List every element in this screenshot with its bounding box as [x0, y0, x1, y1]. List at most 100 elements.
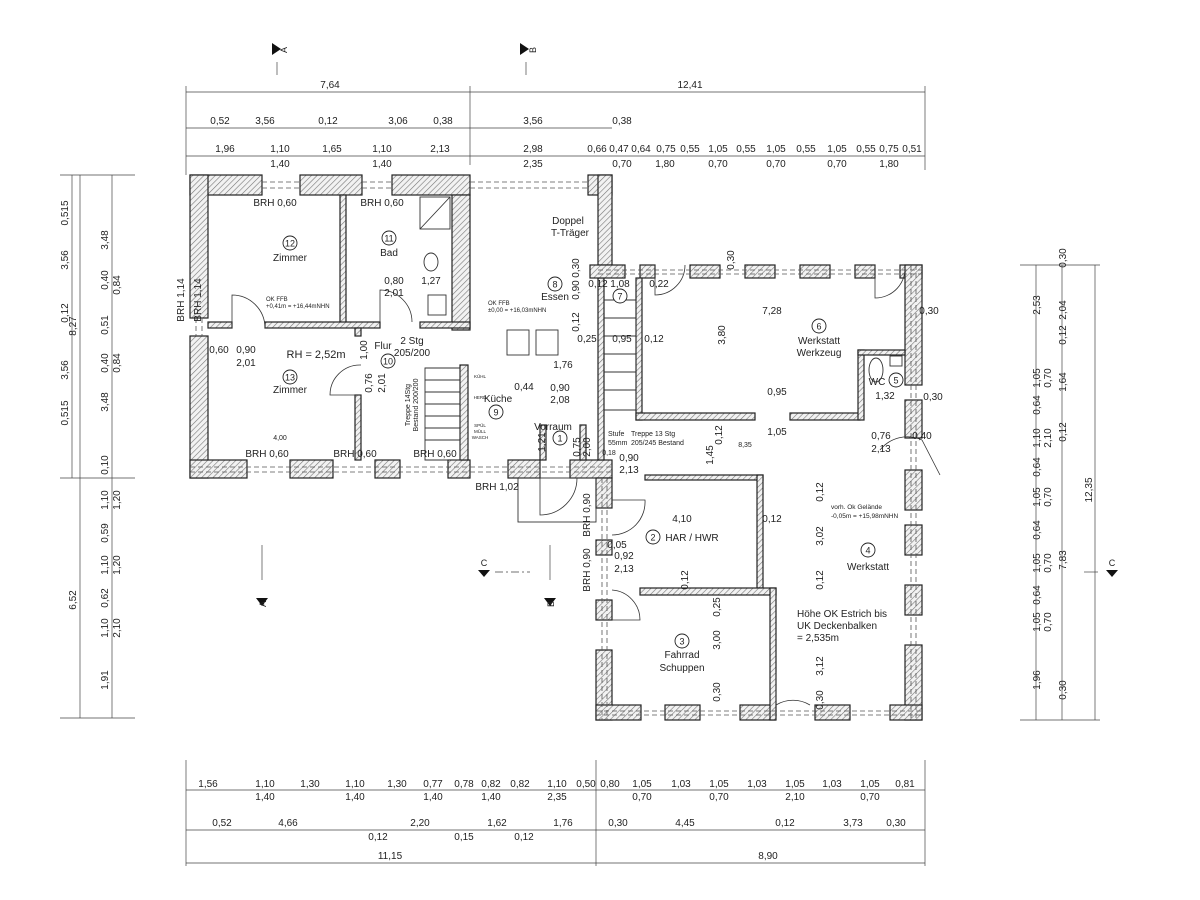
dimension-label: 0,12 — [775, 818, 795, 829]
dimension-label: 0,15 — [454, 832, 474, 843]
dimension-label: 1,80 — [879, 159, 899, 170]
dimension-label: 0,75 — [656, 144, 676, 155]
room-name: Werkstatt — [847, 562, 889, 573]
dimension-label: 7,83 — [1058, 550, 1069, 570]
dimension-label: 0,51 — [902, 144, 922, 155]
dimension-label: 4,45 — [675, 818, 695, 829]
dimension-label: 0,12 — [368, 832, 388, 843]
height-note: Höhe OK Estrich bis — [797, 609, 887, 620]
room-name: Zimmer — [273, 253, 308, 264]
height-note: = 2,535m — [797, 633, 839, 644]
dimension-label: 11,15 — [378, 851, 403, 862]
dimension-label: 0,70 — [827, 159, 847, 170]
dimension-label: 1,20 — [112, 555, 123, 575]
dimension-label: 3,56 — [255, 116, 275, 127]
dimension-label: 7,64 — [320, 80, 340, 91]
room-number: 2 — [650, 533, 655, 543]
dimension-label: 2,35 — [547, 792, 567, 803]
room-name: WC — [869, 377, 886, 388]
room-name: Bad — [380, 248, 398, 259]
level-note: ±0,00 = +16,03mNHN — [488, 308, 546, 314]
dimension-label: 0,47 — [609, 144, 629, 155]
dimension-label: 2,10 — [785, 792, 805, 803]
dimension-label: 2,13 — [619, 465, 639, 476]
dimension-label: 1,05 — [1032, 487, 1043, 507]
room-number: 1 — [557, 434, 562, 444]
room-name: Vorraum — [534, 422, 572, 433]
dimension-label: 1,10 — [100, 490, 111, 510]
level-note: vorh. Ok Gelände — [831, 504, 882, 511]
sill-height-label: BRH 1,14 — [176, 278, 187, 322]
sill-height-label: BRH 0,90 — [582, 548, 593, 592]
section-marker-label: B — [546, 601, 556, 607]
dimension-label: 1,96 — [1032, 670, 1043, 690]
dimension-label: 0,30 — [1058, 680, 1069, 700]
dimension-label: 0,70 — [860, 792, 880, 803]
sill-height-label: BRH 0,60 — [253, 198, 297, 209]
stair-note: Bestand 200/200 — [413, 378, 420, 431]
dimension-label: 0,515 — [60, 200, 71, 225]
room-name: Fahrrad — [664, 650, 699, 661]
dimension-label: 0,12 — [680, 570, 691, 590]
section-marker-label: B — [528, 47, 538, 53]
dimension-label: 0,52 — [210, 116, 230, 127]
dimension-label: 0,55 — [796, 144, 816, 155]
room-number-circle — [552, 430, 568, 446]
dimension-label: 0,12 — [318, 116, 338, 127]
dimension-label: 0,64 — [1032, 395, 1043, 415]
dimension-label: 1,76 — [553, 360, 573, 371]
dimension-label: 7,28 — [762, 306, 782, 317]
dimension-label: 0,95 — [767, 387, 787, 398]
dimension-label: 1,40 — [255, 792, 275, 803]
dimension-label: 1,10 — [100, 555, 111, 575]
dimension-label: 1,05 — [1032, 612, 1043, 632]
dimension-label: 0,90 — [619, 453, 639, 464]
dimension-label: 1,91 — [100, 670, 111, 690]
windows — [190, 181, 922, 720]
stair-note: 205/245 Bestand — [631, 440, 684, 447]
dimension-label: 0,76 — [871, 431, 891, 442]
dimension-label: 0,30 — [886, 818, 906, 829]
section-marker-label: A — [258, 601, 268, 607]
room-number: 10 — [383, 357, 393, 367]
dimension-label: 1,00 — [359, 340, 370, 360]
room-number-circle — [282, 235, 298, 251]
dimension-label: 0,52 — [212, 818, 232, 829]
dimension-label: 1,08 — [610, 279, 630, 290]
dimension-label: 0,12 — [588, 279, 608, 290]
dimension-label: 1,65 — [322, 144, 342, 155]
dimension-label: 0,60 — [209, 345, 229, 356]
dimension-label: 4,00 — [273, 435, 287, 442]
room-name: Küche — [484, 394, 513, 405]
dimension-label: 2,00 — [582, 437, 593, 457]
dimension-label: 6,52 — [68, 590, 79, 610]
dimension-label: 0,30 — [1058, 248, 1069, 268]
dimension-label: 1,20 — [112, 490, 123, 510]
dimension-label: 3,56 — [60, 250, 71, 270]
sill-height-label: BRH 0,60 — [413, 449, 457, 460]
room-number: 5 — [893, 376, 898, 386]
room-number-circle — [860, 542, 876, 558]
dimension-label: 4,10 — [672, 514, 692, 525]
dimension-label: 0,05 — [607, 540, 627, 551]
dimension-label: 0,38 — [612, 116, 632, 127]
dimension-label: 0,64 — [1032, 520, 1043, 540]
room-number: 4 — [865, 546, 870, 556]
dimension-label: 0,92 — [614, 551, 634, 562]
dimension-label: 0,70 — [632, 792, 652, 803]
room-height-note: RH = 2,52m — [287, 349, 346, 361]
room-number: 13 — [285, 373, 295, 383]
room-number-circle — [282, 369, 298, 385]
dimension-label: 0,12 — [815, 482, 826, 502]
dimension-label: 0,12 — [1058, 422, 1069, 442]
dimension-label: 3,12 — [815, 656, 826, 676]
dimension-label: 0,70 — [1043, 553, 1054, 573]
dimension-label: 12,41 — [677, 80, 702, 91]
sill-height-label: BRH 1,02 — [475, 482, 519, 493]
dimension-label: 2,08 — [550, 395, 570, 406]
room-name: Essen — [541, 292, 569, 303]
dimension-label: 0,84 — [112, 353, 123, 373]
dimension-label: 0,40 — [100, 270, 111, 290]
room-number-circle — [645, 529, 661, 545]
dimension-label: 0,44 — [514, 382, 534, 393]
